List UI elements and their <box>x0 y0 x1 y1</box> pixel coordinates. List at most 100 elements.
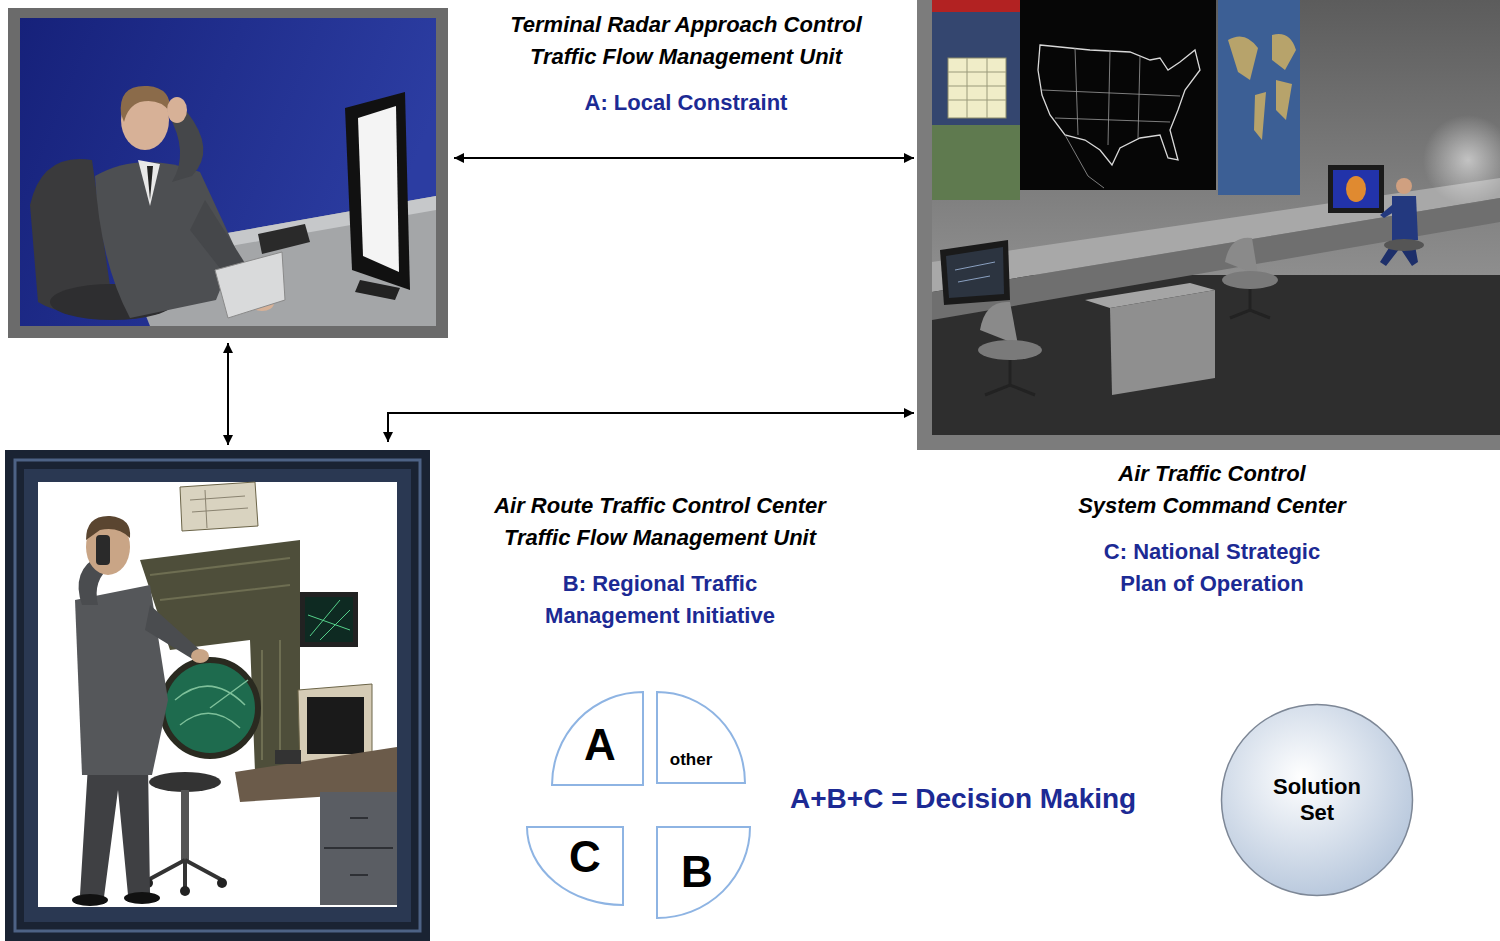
segment-shape <box>657 827 750 918</box>
table-grid <box>948 58 1006 118</box>
wall-screen-band <box>932 0 1020 12</box>
chair-seat <box>149 772 221 792</box>
world-map-screen <box>1218 0 1300 195</box>
flow-arrow <box>388 413 914 442</box>
segment-label: C <box>569 831 601 884</box>
console-detail <box>150 558 290 760</box>
drawer-lines <box>324 818 393 875</box>
chair-wheel <box>180 886 190 896</box>
artcc-illustration <box>5 450 430 941</box>
person-body <box>1392 196 1418 242</box>
weather-screen <box>1333 170 1379 208</box>
phone <box>258 224 310 254</box>
caption-block: Terminal Radar Approach Control Traffic … <box>461 9 911 119</box>
keyboard <box>215 252 285 318</box>
chair-seat <box>1222 271 1278 289</box>
desk-phone <box>275 750 301 764</box>
map-lines <box>190 490 248 528</box>
wall-screen-table <box>948 58 1006 118</box>
flow-arrow <box>227 343 229 445</box>
decision-input: B: Regional Traffic Management Initiativ… <box>450 568 870 632</box>
picture-frame <box>8 8 448 338</box>
chair-back <box>1225 238 1258 275</box>
screen-lines <box>955 262 995 282</box>
monitor-screen <box>305 597 353 642</box>
decision-input: A: Local Constraint <box>461 87 911 119</box>
pie-segment: C <box>525 825 625 907</box>
command-center-illustration <box>917 0 1500 450</box>
console <box>140 540 300 772</box>
state-lines <box>1042 48 1180 188</box>
chair-legs <box>985 360 1035 395</box>
pie-segment: B <box>655 825 752 920</box>
result-label: Solution Set <box>1262 774 1372 827</box>
monitor <box>345 92 410 290</box>
pie-segment: other <box>655 690 747 785</box>
drawer-cabinet <box>320 792 397 905</box>
segment-label: A <box>584 719 616 772</box>
segment-label: B <box>681 846 713 899</box>
equation-label: A+B+C = Decision Making <box>790 780 1136 818</box>
monitor <box>1328 165 1384 213</box>
picture-frame <box>917 0 1500 450</box>
facility-name: Air Traffic Control System Command Cente… <box>1042 458 1382 522</box>
map-screen <box>1020 0 1216 190</box>
facility-name: Terminal Radar Approach Control Traffic … <box>461 9 911 73</box>
circle-shape <box>1222 705 1413 896</box>
chair-post <box>181 790 189 860</box>
wall-screen-map <box>932 125 1020 200</box>
segment-shape <box>552 692 643 785</box>
hair <box>121 86 170 122</box>
map-panel <box>180 482 258 531</box>
handset <box>96 535 110 565</box>
wall-screen <box>932 0 1020 200</box>
weather-cell <box>1346 176 1366 202</box>
decision-input: C: National Strategic Plan of Operation <box>1042 536 1382 600</box>
monitor <box>300 592 358 647</box>
tie <box>147 166 153 200</box>
segment-shape <box>657 692 745 783</box>
flow-arrow <box>454 157 914 159</box>
facility-name: Air Route Traffic Control Center Traffic… <box>450 490 870 554</box>
chair-legs <box>1230 289 1270 318</box>
tracon-panel: Terminal Radar Approach Control Traffic … <box>8 8 448 338</box>
pie-segment: A <box>550 690 645 787</box>
caption-block: Air Traffic Control System Command Cente… <box>1042 458 1382 600</box>
segment-label: other <box>670 750 713 770</box>
monitor-screen <box>946 247 1004 298</box>
wall <box>20 18 436 326</box>
shoe <box>124 892 160 904</box>
room <box>932 0 1500 435</box>
tracon-illustration <box>8 8 448 338</box>
world-land <box>1228 34 1296 140</box>
artcc-panel: Air Route Traffic Control Center Traffic… <box>5 450 430 941</box>
counter-top <box>932 178 1500 292</box>
radar-scope <box>162 660 258 756</box>
chair-base <box>148 860 222 888</box>
light-glow <box>1423 115 1500 205</box>
person-head <box>1396 178 1412 194</box>
chair-seat <box>1384 239 1424 251</box>
caption-block: Air Route Traffic Control Center Traffic… <box>450 490 870 632</box>
monitor <box>940 240 1010 305</box>
radar-sweep <box>175 680 248 728</box>
frame-inner <box>24 469 411 922</box>
hand <box>191 649 209 663</box>
shirt <box>138 160 160 206</box>
us-map-outline <box>1038 45 1200 165</box>
person-arm <box>1380 205 1394 218</box>
segment-outline <box>655 690 747 785</box>
hand <box>167 97 187 123</box>
chair-back <box>980 302 1018 345</box>
monitor-screen <box>358 106 399 272</box>
trousers <box>80 765 150 897</box>
picture-ground <box>38 482 397 907</box>
chair-wheel <box>217 878 227 888</box>
solution-circle: Solution Set <box>1220 703 1414 897</box>
frame-line <box>15 460 420 931</box>
monitor-stand <box>355 280 400 300</box>
raised-arm <box>168 112 203 182</box>
desk <box>1110 290 1215 395</box>
arm <box>145 605 200 660</box>
